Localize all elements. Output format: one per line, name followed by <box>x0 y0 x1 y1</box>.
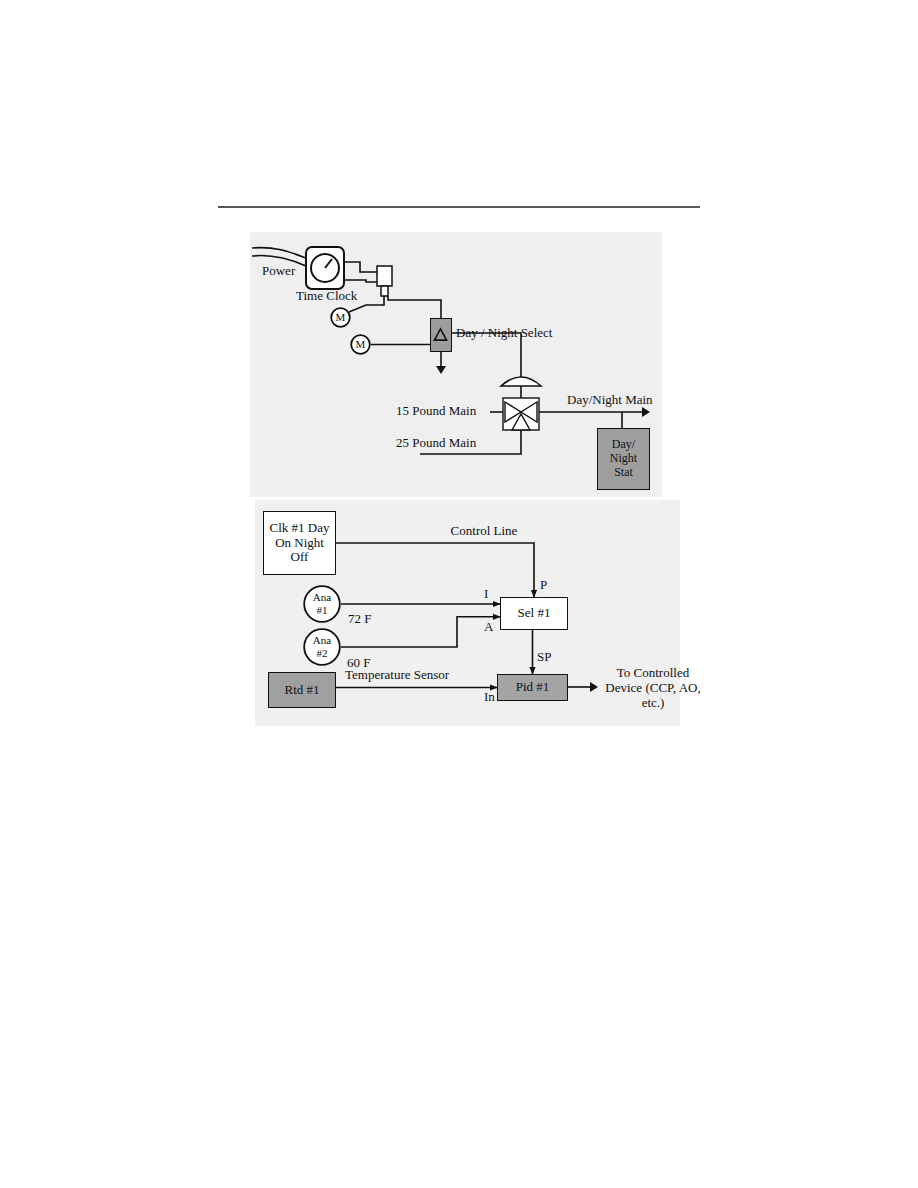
valve-port <box>512 414 530 430</box>
signal-line <box>336 687 497 689</box>
exhaust-line <box>440 352 442 366</box>
diagram-label: In <box>484 690 495 705</box>
diagram-label: Time Clock <box>296 289 357 304</box>
control-box: Rtd #1 <box>268 672 336 708</box>
diagram-label: 25 Pound Main <box>396 436 476 451</box>
control-box: Day / Night Select <box>430 318 452 352</box>
control-box: Pid #1 <box>497 674 568 701</box>
circle-outline <box>351 335 370 354</box>
diagram-label: P <box>540 578 547 593</box>
valve-actuator <box>501 377 541 386</box>
diagram-label: I <box>484 587 488 602</box>
line-label: Control Line <box>451 524 518 539</box>
node-label: Pid #1 <box>516 680 550 695</box>
air-line <box>388 296 441 318</box>
exhaust-arrow <box>436 366 446 374</box>
arrow-head <box>642 407 650 417</box>
node-label: Rtd #1 <box>284 683 319 698</box>
control-box: Day/ Night Stat <box>597 428 650 490</box>
node-label: Day/ Night Stat <box>603 438 645 479</box>
signal-line <box>371 344 430 346</box>
diagram-label: SP <box>537 650 551 665</box>
time-clock <box>306 247 344 289</box>
main-line <box>621 412 623 428</box>
motor-circle: Ana #2 <box>303 628 341 666</box>
air-line <box>452 333 521 378</box>
node-label: Sel #1 <box>518 606 551 621</box>
wiring <box>252 248 642 687</box>
signal-line <box>532 630 534 674</box>
motor-circle: M <box>350 334 371 355</box>
diagram-label: Day/Night Main <box>567 393 653 408</box>
clock-wire <box>344 280 377 282</box>
line-label: Temperature Sensor <box>345 668 449 683</box>
output-line <box>568 686 590 688</box>
node-label: M <box>356 338 366 351</box>
arrow-head <box>590 682 598 692</box>
valve-body <box>503 398 539 430</box>
clock-hand <box>325 259 332 268</box>
relay-symbol <box>434 329 446 340</box>
node-label: Clk #1 Day On Night Off <box>269 521 331 566</box>
valve-stem <box>520 386 522 398</box>
node-label: M <box>336 311 346 324</box>
main-line <box>537 411 642 413</box>
circle-outline <box>331 308 350 327</box>
clock-wire <box>344 262 377 272</box>
diagram-label: A <box>484 620 493 635</box>
diagram-label: To Controlled Device (CCP, AO, etc.) <box>600 666 706 711</box>
diagram-label: 72 F <box>348 612 371 627</box>
solenoid <box>377 266 392 286</box>
diagram-label: 15 Pound Main <box>396 404 476 419</box>
circle-outline <box>304 629 340 665</box>
power-cord <box>252 248 306 258</box>
signal-line <box>341 603 500 605</box>
solenoid-stem <box>381 286 388 296</box>
node-label: Ana #1 <box>309 591 335 616</box>
figure-ground <box>250 232 662 497</box>
motor-circle: Ana #1 <box>303 585 341 623</box>
header-rule <box>218 206 700 208</box>
relay-symbol <box>431 319 450 350</box>
signal-line <box>336 543 534 597</box>
circle-outline <box>304 586 340 622</box>
node-label: Ana #2 <box>309 634 335 659</box>
clock-dial <box>311 254 339 282</box>
motor-circle: M <box>330 307 351 328</box>
diagram-label: Power <box>262 264 295 279</box>
node-label: Day / Night Select <box>456 326 552 341</box>
control-box: Clk #1 Day On Night Off <box>263 511 336 575</box>
control-box: Sel #1 <box>500 597 568 630</box>
